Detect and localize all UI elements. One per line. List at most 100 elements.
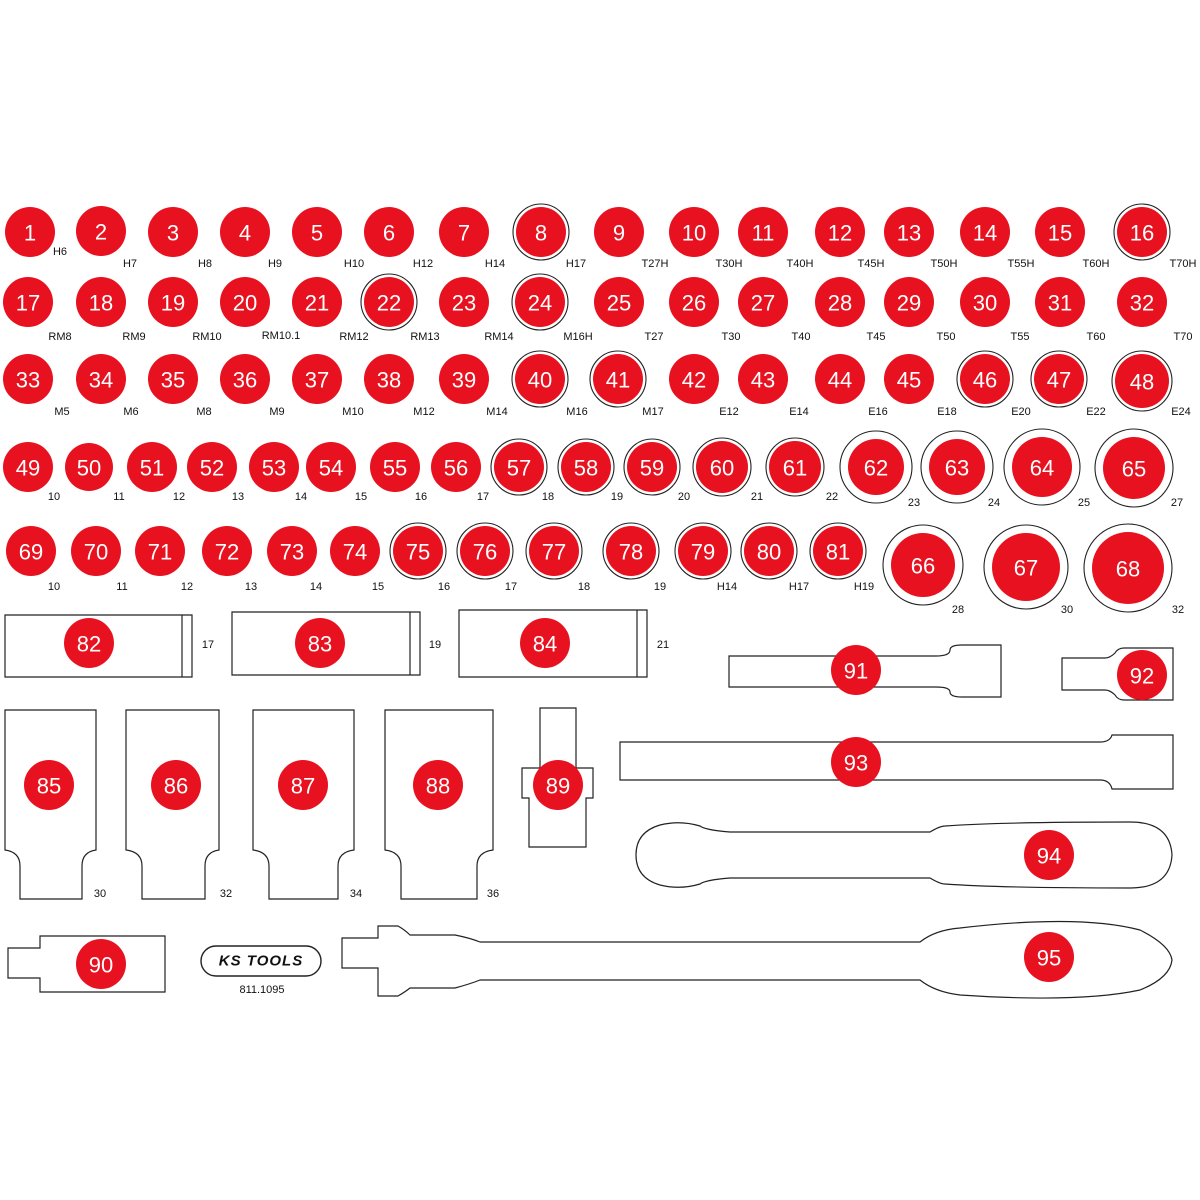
marker-number-45: 45 bbox=[897, 368, 921, 393]
size-label-86: 32 bbox=[220, 888, 232, 900]
marker-number-23: 23 bbox=[452, 291, 476, 316]
marker-5 bbox=[292, 207, 342, 257]
size-label-73: 14 bbox=[310, 581, 322, 593]
marker-40 bbox=[515, 354, 565, 404]
marker-72 bbox=[202, 526, 252, 576]
size-label-19: RM10 bbox=[192, 331, 221, 343]
marker-34 bbox=[76, 354, 126, 404]
size-label-78: 19 bbox=[654, 581, 666, 593]
marker-number-92: 92 bbox=[1130, 664, 1154, 689]
size-label-34: M6 bbox=[123, 406, 138, 418]
marker-number-79: 79 bbox=[691, 540, 715, 565]
marker-number-60: 60 bbox=[710, 456, 734, 481]
marker-number-90: 90 bbox=[89, 953, 113, 978]
size-label-37: M10 bbox=[342, 406, 363, 418]
marker-number-55: 55 bbox=[383, 456, 407, 481]
marker-85 bbox=[24, 760, 74, 810]
marker-number-22: 22 bbox=[377, 291, 401, 316]
size-label-44: E16 bbox=[868, 406, 888, 418]
size-label-84: 21 bbox=[657, 639, 669, 651]
marker-62 bbox=[848, 439, 904, 495]
size-label-41: M17 bbox=[642, 406, 663, 418]
marker-number-95: 95 bbox=[1037, 946, 1061, 971]
size-label-47: E22 bbox=[1086, 406, 1106, 418]
marker-55 bbox=[370, 442, 420, 492]
marker-91 bbox=[831, 645, 881, 695]
size-label-45: E18 bbox=[937, 406, 957, 418]
marker-6 bbox=[364, 207, 414, 257]
marker-number-62: 62 bbox=[864, 456, 888, 481]
marker-90 bbox=[76, 939, 126, 989]
marker-number-39: 39 bbox=[452, 368, 476, 393]
size-label-9: T27H bbox=[642, 258, 669, 270]
marker-number-85: 85 bbox=[37, 774, 61, 799]
marker-number-13: 13 bbox=[897, 221, 921, 246]
marker-57 bbox=[494, 442, 544, 492]
size-label-10: T30H bbox=[716, 258, 743, 270]
marker-88 bbox=[413, 760, 463, 810]
size-label-33: M5 bbox=[54, 406, 69, 418]
marker-37 bbox=[292, 354, 342, 404]
size-label-53: 14 bbox=[295, 491, 307, 503]
size-label-5: H10 bbox=[344, 258, 364, 270]
marker-42 bbox=[669, 354, 719, 404]
marker-number-28: 28 bbox=[828, 291, 852, 316]
size-label-46: E20 bbox=[1011, 406, 1031, 418]
size-label-56: 17 bbox=[477, 491, 489, 503]
ks-tools-logo-frame bbox=[200, 945, 322, 977]
marker-47 bbox=[1034, 354, 1084, 404]
marker-43 bbox=[738, 354, 788, 404]
marker-number-15: 15 bbox=[1048, 221, 1072, 246]
marker-78 bbox=[606, 526, 656, 576]
marker-number-11: 11 bbox=[752, 221, 775, 246]
marker-67 bbox=[992, 533, 1060, 601]
marker-19 bbox=[148, 277, 198, 327]
marker-number-86: 86 bbox=[164, 774, 188, 799]
marker-number-46: 46 bbox=[973, 368, 997, 393]
marker-number-91: 91 bbox=[844, 659, 868, 684]
size-label-23: RM14 bbox=[484, 331, 513, 343]
marker-number-53: 53 bbox=[262, 456, 286, 481]
marker-number-89: 89 bbox=[546, 774, 570, 799]
marker-15 bbox=[1035, 207, 1085, 257]
size-label-40: M16 bbox=[566, 406, 587, 418]
marker-12 bbox=[815, 207, 865, 257]
part-number: 811.1095 bbox=[239, 984, 284, 996]
marker-number-58: 58 bbox=[574, 456, 598, 481]
marker-1 bbox=[5, 207, 55, 257]
marker-59 bbox=[627, 442, 677, 492]
size-label-51: 12 bbox=[173, 491, 185, 503]
marker-13 bbox=[884, 207, 934, 257]
size-label-28: T45 bbox=[867, 331, 886, 343]
marker-77 bbox=[529, 526, 579, 576]
marker-number-56: 56 bbox=[444, 456, 468, 481]
marker-26 bbox=[669, 277, 719, 327]
marker-50 bbox=[65, 443, 113, 491]
marker-number-49: 49 bbox=[16, 456, 40, 481]
marker-92 bbox=[1117, 650, 1167, 700]
size-label-3: H8 bbox=[198, 258, 212, 270]
marker-3 bbox=[148, 207, 198, 257]
size-label-59: 20 bbox=[678, 491, 690, 503]
marker-45 bbox=[884, 354, 934, 404]
size-label-20: RM10.1 bbox=[262, 330, 301, 342]
size-label-36: M9 bbox=[269, 406, 284, 418]
marker-49 bbox=[3, 442, 53, 492]
size-label-54: 15 bbox=[355, 491, 367, 503]
marker-number-74: 74 bbox=[343, 540, 367, 565]
marker-number-34: 34 bbox=[89, 368, 113, 393]
ratchet-cutout-94 bbox=[635, 821, 1173, 889]
marker-11 bbox=[738, 207, 788, 257]
marker-61 bbox=[769, 441, 821, 493]
size-label-42: E12 bbox=[719, 406, 739, 418]
marker-number-24: 24 bbox=[528, 291, 552, 316]
marker-number-68: 68 bbox=[1116, 557, 1140, 582]
brand-block: KS TOOLS 811.1095 bbox=[200, 945, 322, 996]
marker-number-48: 48 bbox=[1130, 370, 1154, 395]
size-label-62: 23 bbox=[908, 497, 920, 509]
handle-cutout-95 bbox=[341, 920, 1173, 999]
marker-number-18: 18 bbox=[89, 291, 113, 316]
size-label-61: 22 bbox=[826, 491, 838, 503]
